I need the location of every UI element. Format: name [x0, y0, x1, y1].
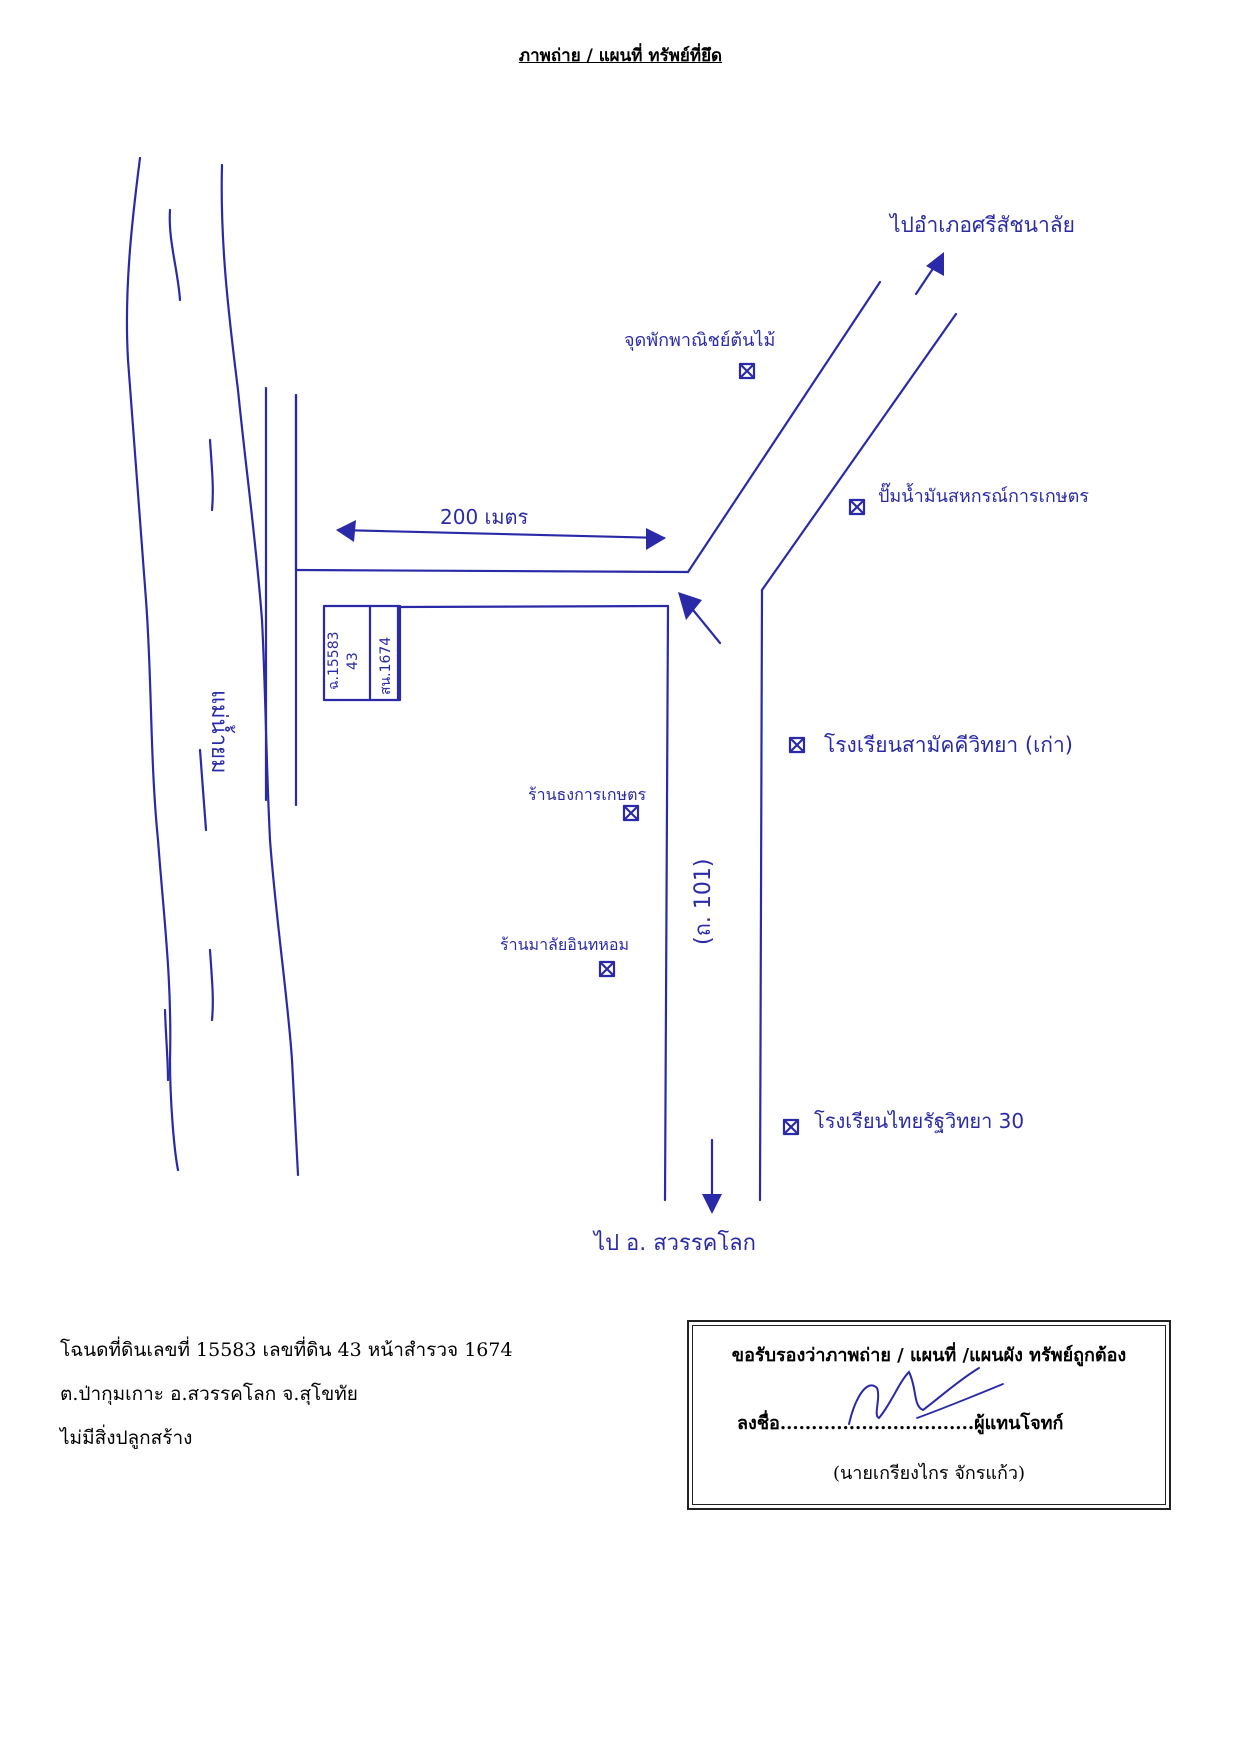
landmark-label: โรงเรียนไทยรัฐวิทยา 30	[814, 1109, 1024, 1133]
river-bank-right	[220, 163, 300, 1177]
south-arrow-head	[702, 1194, 722, 1214]
access-lane-top	[294, 568, 690, 574]
landmark-rest-area: จุดพักพาณิชย์ต้นไม้	[624, 329, 775, 380]
plot-label-parcel: 43	[345, 652, 361, 670]
signature	[848, 1367, 1004, 1425]
building-line: ไม่มีสิ่งปลูกสร้าง	[60, 1427, 193, 1449]
river-bank-left	[125, 156, 180, 1172]
river-label: แม่น้ำยม	[206, 690, 235, 773]
plot-box	[322, 604, 402, 702]
distance-arrow	[336, 528, 666, 540]
main-road-east-edge	[758, 588, 764, 1202]
to-south-label: ไป อ. สวรรคโลก	[592, 1230, 756, 1256]
landmark-school-old: โรงเรียนสามัคคีวิทยา (เก่า)	[788, 733, 1073, 757]
certification-header: ขอรับรองว่าภาพถ่าย / แผนที่ /แผนผัง ทรัพ…	[731, 1345, 1127, 1366]
landmark-label: ปั๊มน้ำมันสหกรณ์การเกษตร	[878, 482, 1089, 507]
landmark-school-30: โรงเรียนไทยรัฐวิทยา 30	[782, 1109, 1024, 1136]
certification-box: ขอรับรองว่าภาพถ่าย / แผนที่ /แผนผัง ทรัพ…	[687, 1320, 1171, 1510]
signature-line: ลงชื่อ...............................ผู้…	[737, 1413, 1064, 1434]
plot-label-deed: ฉ.15583	[326, 631, 342, 690]
distance-arrowhead-left	[336, 520, 356, 542]
landmark-farm-shop: ร้านธงการเกษตร	[528, 785, 646, 822]
main-road-west-edge	[663, 604, 670, 1202]
main-road-north-east-edge	[760, 312, 958, 592]
distance-arrowhead-right	[646, 528, 666, 550]
deed-info: โฉนดที่ดินเลขที่ 15583 เลขที่ดิน 43 หน้า…	[60, 1328, 513, 1460]
north-arrow-head	[926, 252, 944, 276]
landmark-label: ร้านมาลัยอินทหอม	[500, 935, 629, 954]
river-flow-marks	[163, 208, 214, 1082]
main-road-north-west-edge	[686, 280, 882, 574]
landmark-label: ร้านธงการเกษตร	[528, 785, 646, 804]
landmark-label: จุดพักพาณิชย์ต้นไม้	[624, 329, 775, 351]
signer-name: (นายเกรียงไกร จักรแก้ว)	[832, 1463, 1026, 1484]
location-line: ต.ป่ากุมเกาะ อ.สวรรคโลก จ.สุโขทัย	[60, 1383, 358, 1405]
page-title: ภาพถ่าย / แผนที่ ทรัพย์ที่ยึด	[518, 46, 723, 66]
hand-drawn-map: แม่น้ำยม ฉ.15583 43 สน.1674 200 เมตร ไปอ…	[125, 156, 1089, 1256]
to-north-label: ไปอำเภอศรีสัชนาลัย	[888, 213, 1075, 237]
road-label: (ถ. 101)	[691, 859, 716, 945]
landmark-label: โรงเรียนสามัคคีวิทยา (เก่า)	[824, 733, 1073, 757]
deed-line: โฉนดที่ดินเลขที่ 15583 เลขที่ดิน 43 หน้า…	[60, 1339, 513, 1361]
distance-label: 200 เมตร	[440, 505, 529, 529]
landmark-gas-station: ปั๊มน้ำมันสหกรณ์การเกษตร	[848, 482, 1089, 516]
access-lane-bottom	[396, 604, 670, 609]
landmark-malai-shop: ร้านมาลัยอินทหอม	[500, 935, 629, 978]
junction-pointer-head	[678, 592, 702, 620]
plot-label-survey: สน.1674	[378, 637, 394, 695]
